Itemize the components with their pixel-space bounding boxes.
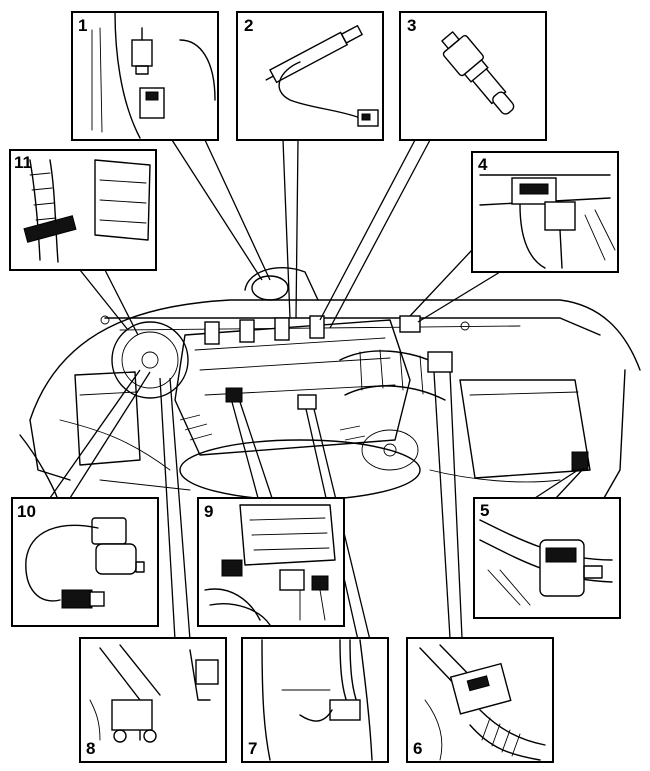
panel-number-1: 1 bbox=[78, 16, 87, 35]
inset-panel-2: 2 bbox=[236, 11, 384, 141]
inset-panel-8: 8 bbox=[79, 637, 227, 763]
panel-number-4: 4 bbox=[478, 155, 488, 174]
injector-row bbox=[204, 315, 325, 345]
panel-number-10: 10 bbox=[17, 502, 36, 521]
inset-panel-9: 9 bbox=[197, 497, 345, 627]
inset-panel-10: 10 bbox=[11, 497, 159, 627]
panel-number-2: 2 bbox=[244, 16, 253, 35]
leader-lines bbox=[49, 139, 585, 641]
inset-panel-7: 7 bbox=[241, 637, 389, 763]
inset-panel-11: 11 bbox=[9, 149, 157, 271]
engine-bay-illustration bbox=[19, 267, 641, 506]
panel-number-5: 5 bbox=[480, 501, 489, 520]
panel-number-7: 7 bbox=[248, 739, 257, 758]
inset-panel-1: 1 bbox=[71, 11, 219, 141]
inset-panel-4: 4 bbox=[471, 151, 619, 273]
panel-number-6: 6 bbox=[413, 739, 422, 758]
panel-number-3: 3 bbox=[407, 16, 416, 35]
inset-panel-5: 5 bbox=[473, 497, 621, 619]
panel-number-9: 9 bbox=[204, 502, 213, 521]
panel-number-8: 8 bbox=[86, 739, 95, 758]
inset-panel-6: 6 bbox=[406, 637, 554, 763]
panel-number-11: 11 bbox=[14, 153, 32, 172]
inset-panel-3: 3 bbox=[399, 11, 547, 141]
